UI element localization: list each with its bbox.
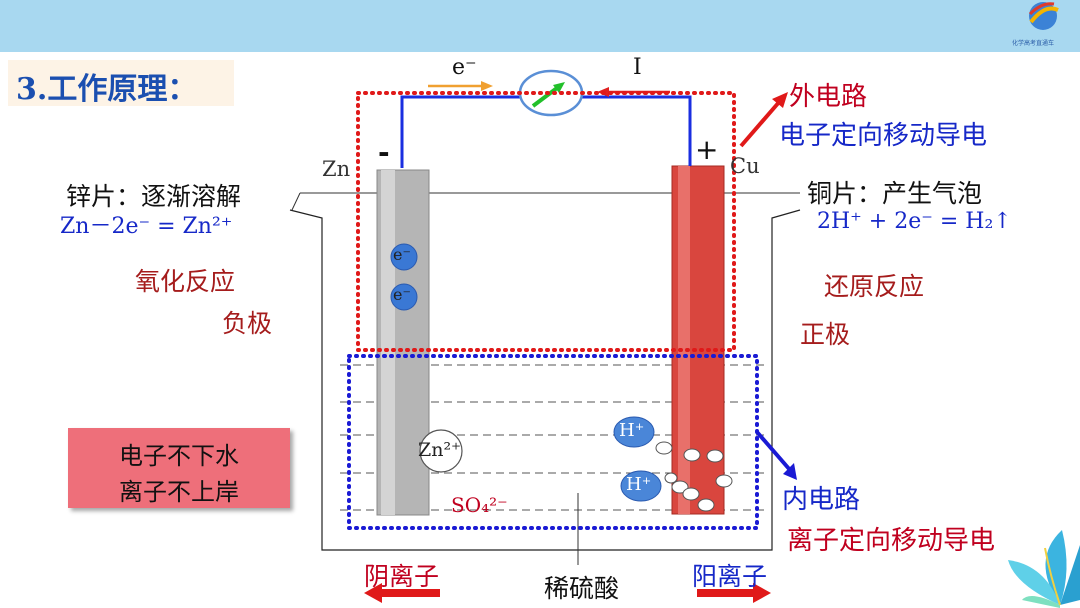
electron-particle-label: e⁻: [393, 245, 411, 264]
cation-label: 阳离子: [692, 562, 768, 591]
outer-circuit-title: 外电路: [789, 82, 868, 112]
galvanometer-icon: [518, 69, 584, 117]
electron-particle: [390, 243, 418, 271]
current-label: I: [633, 55, 642, 80]
anion-label: 阴离子: [364, 562, 440, 591]
beaker: [289, 209, 801, 551]
electrolyte-label: 稀硫酸: [544, 574, 620, 603]
h-ion-particle: [620, 470, 662, 502]
summary-box: 电子不下水 离子不上岸: [68, 428, 290, 508]
negative-terminal-sign: -: [378, 136, 390, 169]
electron-particle: [390, 283, 418, 311]
positive-terminal-sign: +: [695, 133, 719, 166]
logo-caption: 化学高考直通车: [1012, 40, 1055, 47]
title-background: [8, 60, 234, 106]
summary-line-2: 离子不上岸: [119, 478, 239, 506]
electron-particle-label: e⁻: [393, 285, 411, 304]
zinc-label: Zn: [322, 157, 351, 181]
zinc-reaction-type: 氧化反应: [135, 267, 236, 296]
inner-circuit-desc: 离子定向移动导电: [787, 526, 996, 556]
electron-flow-arrow: [428, 81, 493, 91]
h-ion-label: H⁺: [626, 474, 652, 495]
zn-ion-label: Zn²⁺: [418, 439, 462, 461]
outer-circuit-desc: 电子定向移动导电: [779, 121, 988, 151]
logo-icon: [1028, 2, 1059, 30]
zinc-equation: Zn－2e⁻ = Zn²⁺: [60, 214, 233, 239]
zinc-observation: 锌片：逐渐溶解: [66, 182, 242, 211]
cation-direction-arrow: [697, 583, 771, 603]
wire: [400, 95, 692, 168]
gas-bubbles: [655, 441, 733, 512]
summary-line-1: 电子不下水: [119, 442, 239, 470]
copper-equation: 2H⁺ + 2e⁻ = H₂↑: [817, 209, 1012, 234]
copper-electrode-type: 正极: [800, 320, 851, 349]
zinc-electrode-type: 负极: [222, 309, 273, 338]
sulfate-ion-label: SO₄²⁻: [451, 493, 508, 517]
inner-circuit-title: 内电路: [782, 485, 861, 515]
lotus-decoration-icon: [1008, 530, 1080, 608]
inner-circuit-box: [347, 354, 759, 530]
copper-label: Cu: [730, 154, 760, 178]
anion-direction-arrow: [364, 583, 440, 603]
header-bar: [0, 0, 1080, 52]
outer-pointer-arrow: [739, 92, 788, 148]
copper-reaction-type: 还原反应: [824, 272, 925, 301]
electron-flow-label: e⁻: [452, 55, 477, 80]
copper-observation: 铜片：产生气泡: [807, 179, 983, 208]
outer-circuit-box: [356, 91, 736, 352]
zn-ion-particle: [419, 429, 463, 473]
h-ion-label: H⁺: [619, 420, 645, 441]
inner-pointer-arrow: [755, 430, 797, 480]
page-title: 3.工作原理：: [16, 72, 198, 107]
h-ion-particle: [613, 416, 655, 448]
